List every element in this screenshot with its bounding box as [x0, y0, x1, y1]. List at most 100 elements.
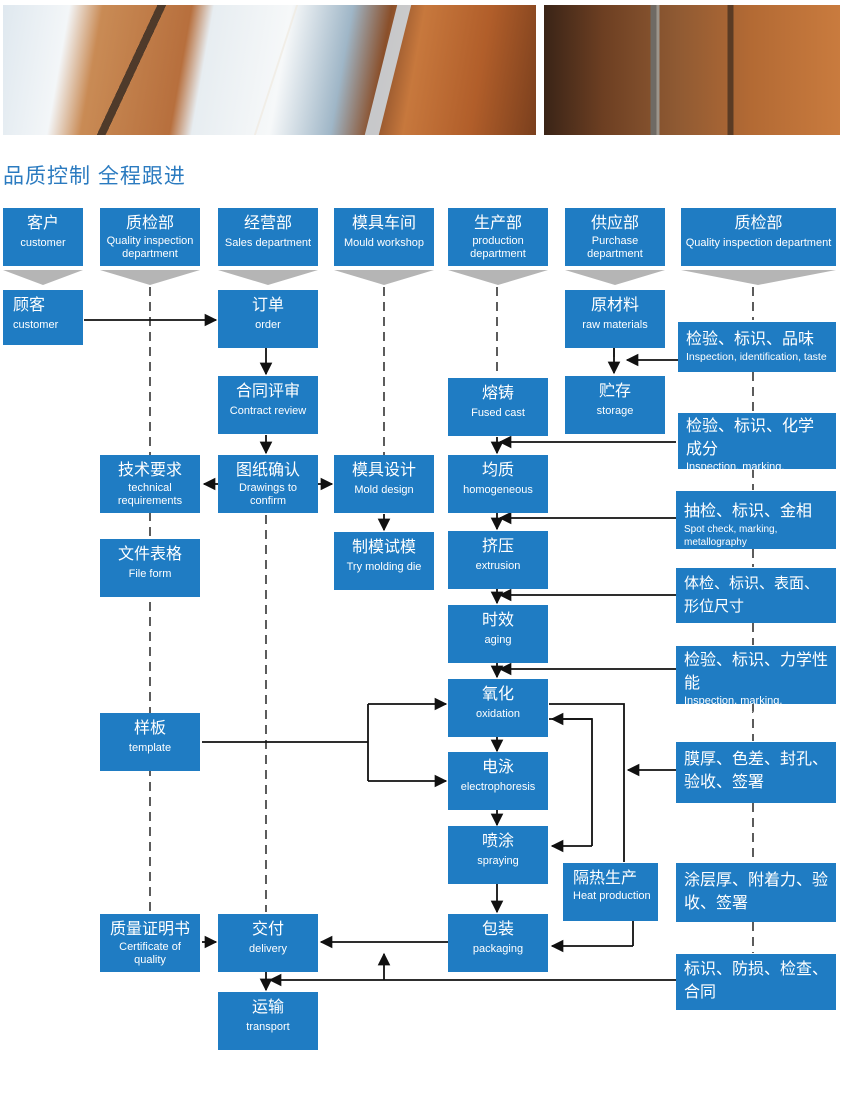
step-extrusion: 挤压 extrusion: [448, 531, 548, 589]
wood-frame-photo: [544, 5, 840, 135]
check-label: 涂层厚、附着力、验收、签署: [684, 872, 829, 912]
step-label: 熔铸: [481, 385, 514, 402]
check-label: 检验、标识、品味: [686, 331, 815, 348]
step-sub: File form: [128, 568, 172, 580]
check-sub: Spot check, marking, metallography: [684, 524, 778, 548]
check-label: 检验、标识、化学成分: [686, 418, 815, 458]
step-sub: extrusion: [475, 560, 521, 572]
step-label: 交付: [251, 921, 284, 938]
dept-production: 生产部 production department: [448, 208, 548, 266]
step-order: 订单 order: [218, 290, 318, 348]
check-sub: Inspection, marking, chemical compositio…: [686, 461, 792, 486]
dept-sub: customer: [20, 237, 66, 249]
step-sub: spraying: [477, 855, 519, 867]
step-sub: delivery: [249, 943, 287, 955]
dept-sub: Sales department: [224, 237, 312, 249]
dept-sub: Purchase department: [587, 235, 643, 260]
step-sub: transport: [246, 1021, 290, 1033]
check-label: 膜厚、色差、封孔、验收、签署: [684, 751, 829, 791]
dept-quality-inspection: 质检部 Quality inspection department: [100, 208, 200, 266]
step-quality-certificate: 质量证明书 Certificate of quality: [100, 914, 200, 972]
step-aging: 时效 aging: [448, 605, 548, 663]
dept-quality-inspection-2: 质检部 Quality inspection department: [681, 208, 836, 266]
dept-label: 模具车间: [351, 215, 416, 232]
step-label: 模具设计: [351, 462, 416, 479]
step-sub: electrophoresis: [460, 781, 536, 793]
dept-label: 生产部: [473, 215, 522, 232]
check-label: 抽检、标识、金相: [684, 503, 813, 520]
step-packaging: 包装 packaging: [448, 914, 548, 972]
step-homogeneous: 均质 homogeneous: [448, 455, 548, 513]
step-label: 订单: [251, 297, 284, 314]
check-transport: 标识、防损、检查、合同: [676, 954, 836, 1010]
dept-mould-workshop: 模具车间 Mould workshop: [334, 208, 434, 266]
dept-sub: production department: [470, 235, 526, 260]
step-label: 原材料: [590, 297, 639, 314]
step-sub: aging: [484, 634, 512, 646]
dept-label: 客户: [26, 215, 59, 232]
step-sub: template: [128, 742, 172, 754]
check-homogeneous: 抽检、标识、金相 Spot check, marking, metallogra…: [676, 491, 836, 549]
department-chevrons: [3, 270, 836, 285]
step-label: 图纸确认: [235, 462, 300, 479]
check-aging: 检验、标识、力学性能 Inspection, marking, mechanic…: [676, 646, 836, 720]
step-transport: 运输 transport: [218, 992, 318, 1050]
step-storage: 贮存 storage: [565, 376, 665, 434]
step-label: 包装: [481, 921, 514, 938]
step-sub: Fused cast: [471, 407, 525, 419]
step-file-form: 文件表格 File form: [100, 539, 200, 597]
step-label: 均质: [481, 462, 514, 479]
step-sub: Try molding die: [346, 561, 422, 573]
step-sub: oxidation: [475, 708, 521, 720]
check-label: 标识、防损、检查、合同: [684, 961, 829, 1001]
step-delivery: 交付 delivery: [218, 914, 318, 972]
dept-label: 质检部: [125, 215, 174, 232]
step-sub: Mold design: [354, 484, 414, 496]
step-sub: packaging: [472, 943, 524, 955]
step-mold-design: 模具设计 Mold design: [334, 455, 434, 513]
step-raw-materials: 原材料 raw materials: [565, 290, 665, 348]
step-sub: Certificate of quality: [119, 941, 181, 966]
step-electrophoresis: 电泳 electrophoresis: [448, 752, 548, 810]
page-title: 品质控制 全程跟进: [3, 165, 186, 188]
step-heat-production: 隔热生产 Heat production: [563, 863, 658, 921]
step-customer: 顾客 customer: [3, 290, 83, 345]
step-sub: order: [255, 319, 281, 331]
step-sub: customer: [13, 319, 59, 331]
step-sub: raw materials: [582, 319, 648, 331]
step-label: 运输: [251, 999, 284, 1016]
step-sub: Drawings to confirm: [238, 482, 298, 507]
check-extrusion: 体检、标识、表面、形位尺寸: [676, 568, 836, 623]
step-label: 时效: [481, 612, 514, 629]
step-label: 挤压: [481, 538, 514, 555]
step-try-molding: 制模试模 Try molding die: [334, 532, 434, 590]
dept-label: 经营部: [243, 215, 292, 232]
step-label: 电泳: [481, 759, 514, 776]
dept-label: 供应部: [590, 215, 639, 232]
step-sub: Contract review: [229, 405, 307, 417]
step-label: 顾客: [13, 297, 46, 314]
step-technical-requirements: 技术要求 technical requirements: [100, 455, 200, 513]
check-label: 检验、标识、力学性能: [684, 652, 829, 692]
window-frame-photo: [3, 5, 536, 135]
check-cast: 检验、标识、化学成分 Inspection, marking, chemical…: [678, 413, 836, 486]
dept-sales: 经营部 Sales department: [218, 208, 318, 266]
check-label: 体检、标识、表面、形位尺寸: [684, 575, 820, 615]
step-contract-review: 合同评审 Contract review: [218, 376, 318, 434]
step-label: 贮存: [598, 383, 631, 400]
step-label: 文件表格: [117, 546, 182, 563]
dept-sub: Quality inspection department: [106, 235, 194, 260]
step-label: 隔热生产: [573, 870, 638, 887]
dept-label: 质检部: [734, 215, 783, 232]
step-drawings-confirm: 图纸确认 Drawings to confirm: [218, 455, 318, 513]
step-template: 样板 template: [100, 713, 200, 771]
dept-purchase: 供应部 Purchase department: [565, 208, 665, 266]
step-fused-cast: 熔铸 Fused cast: [448, 378, 548, 436]
check-coating: 涂层厚、附着力、验收、签署: [676, 863, 836, 922]
check-sub: Inspection, identification, taste: [686, 351, 827, 363]
step-sub: storage: [596, 405, 634, 417]
check-surface: 膜厚、色差、封孔、验收、签署: [676, 742, 836, 803]
step-label: 样板: [133, 720, 166, 737]
check-sub: Inspection, marking, mechanical properti…: [684, 695, 792, 720]
